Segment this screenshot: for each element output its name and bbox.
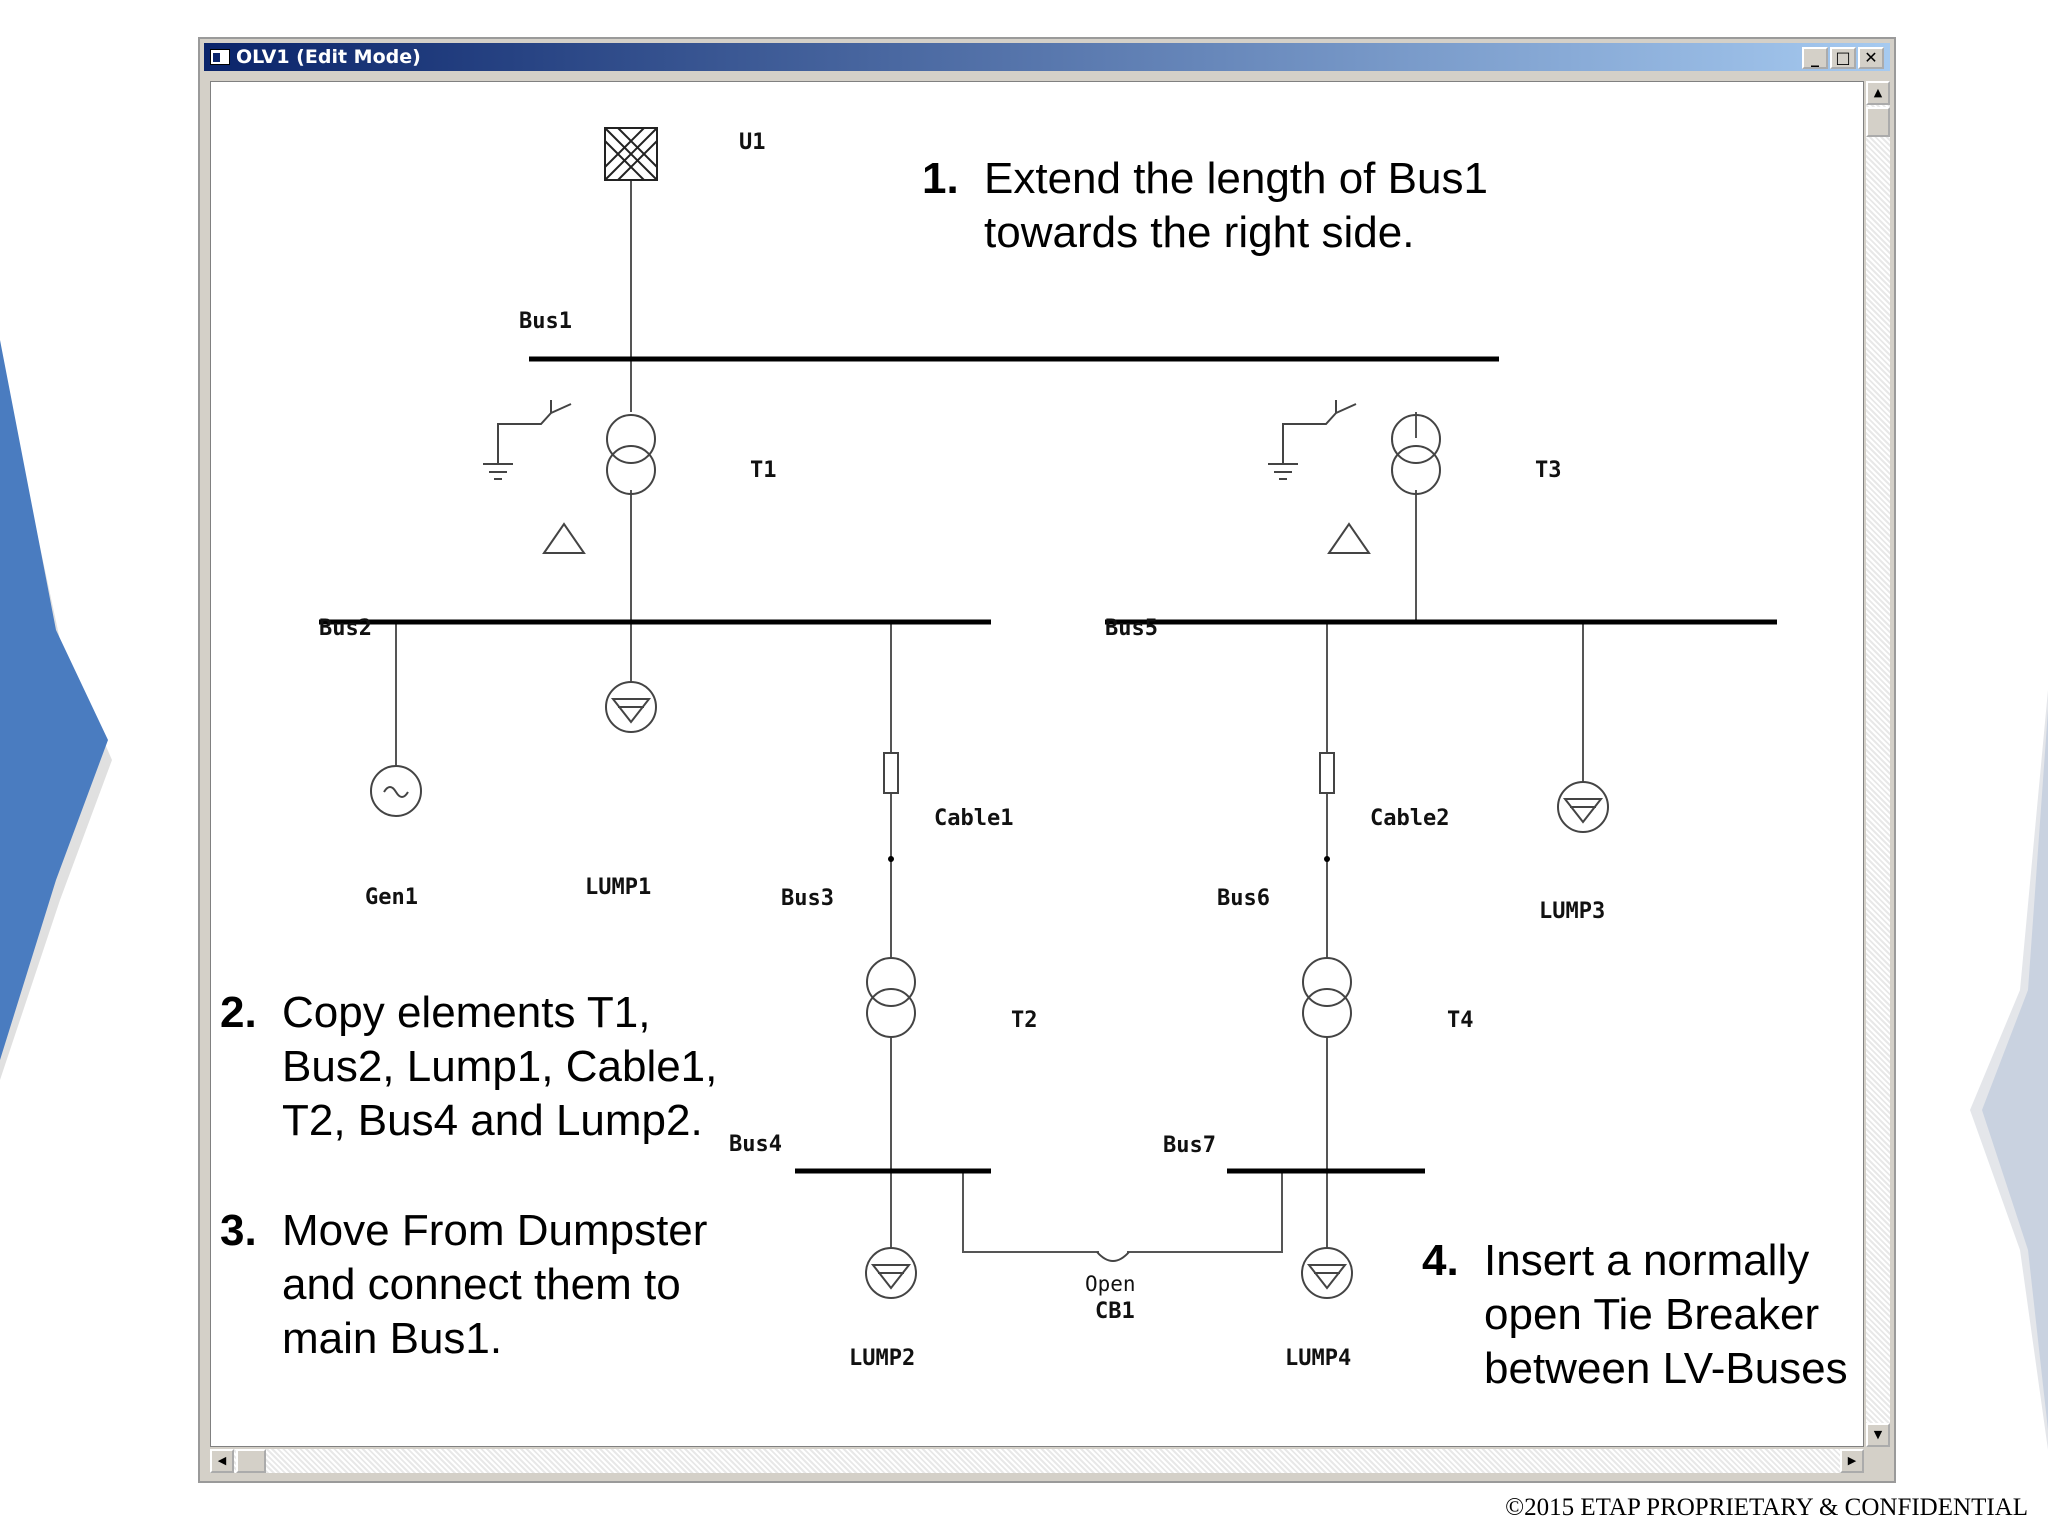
slide-right-chevron — [1970, 690, 2048, 1450]
instruction-4-text: Insert a normally open Tie Breaker betwe… — [1484, 1236, 1848, 1393]
label-t1: T1 — [750, 458, 777, 483]
instruction-4-number: 4. — [1422, 1236, 1459, 1285]
label-bus7: Bus7 — [1163, 1133, 1216, 1158]
window-title: OLV1 (Edit Mode) — [236, 46, 421, 68]
copyright-footer: ©2015 ETAP PROPRIETARY & CONFIDENTIAL — [1505, 1494, 2028, 1521]
instruction-2-text: Copy elements T1, Bus2, Lump1, Cable1, T… — [282, 988, 718, 1145]
transformer-t3 — [1268, 400, 1441, 554]
vertical-scrollbar[interactable]: ▲ ▼ — [1866, 81, 1890, 1447]
load-lump2 — [865, 1247, 917, 1299]
close-button[interactable]: ✕ — [1858, 47, 1884, 69]
instruction-1-number: 1. — [922, 154, 959, 203]
instruction-2-number: 2. — [220, 988, 257, 1037]
label-cable1: Cable1 — [934, 806, 1013, 831]
label-t2: T2 — [1011, 1008, 1038, 1033]
label-lump3: LUMP3 — [1539, 899, 1605, 924]
scroll-down-button[interactable]: ▼ — [1866, 1423, 1890, 1447]
transformer-t4 — [1302, 957, 1352, 1038]
instruction-3-number: 3. — [220, 1206, 257, 1255]
label-bus4: Bus4 — [729, 1132, 782, 1157]
diagram-canvas[interactable]: U1 Bus1 T1 T3 Bus2 Bus5 Cable1 Cable2 Ge… — [210, 81, 1864, 1447]
instruction-3-text: Move From Dumpster and connect them to m… — [282, 1206, 708, 1363]
instruction-2: 2. Copy elements T1, Bus2, Lump1, Cable1… — [220, 986, 740, 1148]
label-u1: U1 — [739, 130, 766, 155]
scroll-right-button[interactable]: ▶ — [1840, 1449, 1864, 1473]
cable-cable1 — [883, 752, 899, 794]
label-gen1: Gen1 — [365, 885, 418, 910]
utility-u1 — [604, 127, 658, 181]
load-lump4 — [1301, 1247, 1353, 1299]
instruction-3: 3. Move From Dumpster and connect them t… — [220, 1204, 740, 1366]
window-title-bar[interactable]: OLV1 (Edit Mode) _ □ ✕ — [204, 43, 1890, 71]
instruction-4: 4. Insert a normally open Tie Breaker be… — [1422, 1234, 1902, 1396]
scroll-left-button[interactable]: ◀ — [210, 1449, 234, 1473]
transformer-t2 — [866, 957, 916, 1038]
generator-gen1 — [370, 765, 422, 817]
transformer-t1 — [483, 400, 656, 554]
instruction-1-text: Extend the length of Bus1 towards the ri… — [984, 154, 1488, 257]
label-bus1: Bus1 — [519, 309, 572, 334]
vertical-scroll-thumb[interactable] — [1866, 107, 1890, 137]
label-t3: T3 — [1535, 458, 1562, 483]
label-cb1: CB1 — [1095, 1299, 1135, 1324]
one-line-diagram-window[interactable]: OLV1 (Edit Mode) _ □ ✕ — [198, 37, 1896, 1483]
cable-cable2 — [1319, 752, 1335, 794]
scroll-up-button[interactable]: ▲ — [1866, 81, 1890, 105]
label-bus3: Bus3 — [781, 886, 834, 911]
label-bus5: Bus5 — [1105, 616, 1158, 641]
breaker-cb1 — [1096, 1251, 1130, 1262]
resize-grip[interactable] — [1866, 1449, 1890, 1473]
minimize-button[interactable]: _ — [1802, 47, 1828, 69]
instruction-1: 1. Extend the length of Bus1 towards the… — [922, 152, 1562, 260]
horizontal-scroll-thumb[interactable] — [236, 1449, 266, 1473]
one-line-diagram: U1 Bus1 T1 T3 Bus2 Bus5 Cable1 Cable2 Ge… — [319, 127, 1777, 1371]
load-lump3 — [1557, 781, 1609, 833]
label-bus2: Bus2 — [319, 616, 372, 641]
label-cb1-state: Open — [1085, 1272, 1136, 1296]
load-lump1 — [605, 681, 657, 733]
label-bus6: Bus6 — [1217, 886, 1270, 911]
label-t4: T4 — [1447, 1008, 1474, 1033]
maximize-button[interactable]: □ — [1830, 47, 1856, 69]
label-lump2: LUMP2 — [849, 1346, 915, 1371]
bus6-node — [1324, 856, 1330, 862]
label-lump4: LUMP4 — [1285, 1346, 1351, 1371]
horizontal-scrollbar[interactable]: ◀ ▶ — [210, 1449, 1864, 1473]
slide-left-chevron — [0, 340, 112, 1080]
bus3-node — [888, 856, 894, 862]
label-cable2: Cable2 — [1370, 806, 1449, 831]
app-icon — [210, 49, 230, 65]
label-lump1: LUMP1 — [585, 875, 651, 900]
